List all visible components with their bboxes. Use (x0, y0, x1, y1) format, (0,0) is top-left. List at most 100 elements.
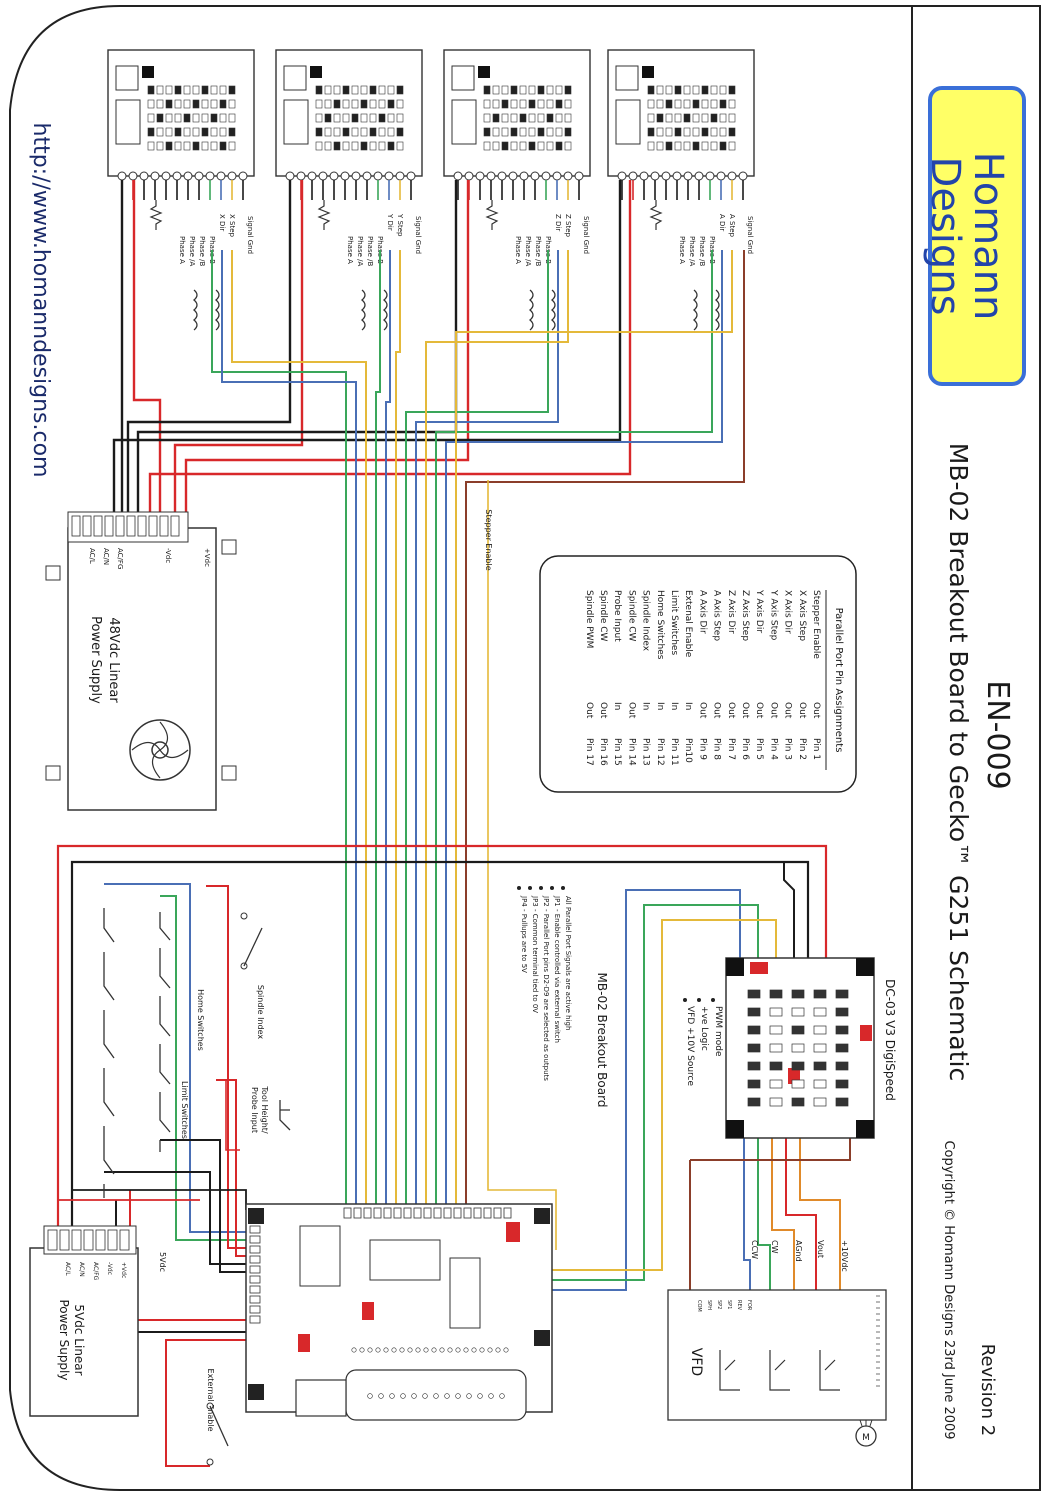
driver-component (351, 113, 359, 123)
driver-component (647, 85, 655, 95)
driver-component (492, 99, 500, 109)
pin-row-function: Limit Switches (669, 590, 679, 655)
driver-component (564, 141, 572, 151)
pin-row-function: Spindle Index (641, 590, 651, 652)
mb02-top-terminal (413, 1207, 422, 1219)
wire-signal (435, 250, 713, 1210)
mb02-note-bullet (561, 886, 565, 890)
driver-component (728, 85, 736, 95)
wire-signal (385, 250, 391, 1210)
wire-5v-black (70, 860, 810, 1240)
mb02-top-terminal (473, 1207, 482, 1219)
pin-row-function: X Axis Step (797, 590, 807, 641)
mb02-pin (439, 1347, 445, 1353)
mb02-note-bullet (528, 886, 532, 890)
driver-terminal (172, 171, 182, 181)
driver-component (674, 127, 682, 137)
driver-component (210, 127, 218, 137)
pin-row-pin: Pin 6 (740, 738, 750, 760)
driver-component (165, 113, 173, 123)
website-url: http://www.homanndesigns.com (28, 123, 53, 478)
mb02-db25-pin (477, 1393, 483, 1399)
driver-component (387, 127, 395, 137)
driver-component (483, 85, 491, 95)
driver-terminal (296, 171, 306, 181)
wire-power-red-1 (132, 180, 162, 520)
driver-component (519, 141, 527, 151)
psu5-terminal-label: -Vdc (106, 1262, 113, 1275)
driver-chip-icon (478, 66, 490, 78)
driver-component (647, 113, 655, 123)
dc03-component (769, 1061, 783, 1071)
wire-signal (425, 250, 569, 1210)
wiring-harness (56, 180, 851, 1467)
driver-terminal (329, 171, 339, 181)
driver-component (674, 113, 682, 123)
mb02-note: JP2 - Parallel Port pins D2-D9 are selec… (542, 895, 550, 1081)
driver-component (537, 85, 545, 95)
driver-component (210, 99, 218, 109)
driver-component (656, 85, 664, 95)
dc03-corner-4 (856, 1120, 874, 1138)
driver-component (692, 113, 700, 123)
dc03-component (835, 1097, 849, 1107)
driver-component (219, 85, 227, 95)
logo-box (928, 86, 1026, 386)
mb02-pin (399, 1347, 405, 1353)
driver-label-phase-na: Phase /A (356, 236, 364, 266)
pin-row-function: Stepper Enable (811, 590, 821, 659)
driver-component (201, 99, 209, 109)
driver-component (537, 141, 545, 151)
driver-heatsink-tab (615, 65, 639, 91)
wire-limit-green (160, 895, 246, 1241)
pin-row-pin: Pin 2 (797, 738, 807, 760)
driver-terminal (150, 171, 160, 181)
psu48-mount-4 (221, 765, 237, 781)
pin-row-direction: Out (584, 702, 594, 719)
pin-row-direction: Out (811, 702, 821, 719)
dc03-component (747, 1025, 761, 1035)
pin-table-box (539, 555, 857, 793)
driver-component (528, 127, 536, 137)
driver-component (656, 113, 664, 123)
mb02-top-terminal (463, 1207, 472, 1219)
pin-row-direction: Out (768, 702, 778, 719)
wire-signal (415, 250, 559, 1210)
pin-row-pin: Pin 9 (697, 738, 707, 760)
driver-component (192, 85, 200, 95)
mb02-note: All Parallel Port Signals are active hig… (564, 896, 572, 1030)
dc03-component (791, 989, 805, 999)
mb02-left-terminal (249, 1255, 261, 1264)
driver-component (228, 99, 236, 109)
dc03-component (747, 1097, 761, 1107)
wire-signal (375, 250, 381, 1210)
driver-component (210, 85, 218, 95)
mb02-pin (471, 1347, 477, 1353)
driver-terminal (205, 171, 215, 181)
pin-row-direction: Out (697, 702, 707, 719)
driver-component (501, 113, 509, 123)
driver-component (537, 113, 545, 123)
driver-terminal (683, 171, 693, 181)
mb02-ic (449, 1257, 481, 1329)
dc03-component (835, 989, 849, 999)
psu5-terminal (83, 1229, 94, 1251)
pin-row-pin: Pin 8 (712, 738, 722, 760)
mb02-notes: All Parallel Port Signals are active hig… (517, 886, 572, 1081)
driver-component (165, 85, 173, 95)
driver-component (342, 99, 350, 109)
driver-component (156, 141, 164, 151)
mb02-pin (503, 1347, 509, 1353)
driver-component (501, 141, 509, 151)
driver-component (483, 127, 491, 137)
dc03-component (747, 1043, 761, 1053)
mb02-title: MB-02 Breakout Board (595, 973, 609, 1108)
pin-row-function: A Axis Dir (697, 590, 707, 634)
driver-component (369, 141, 377, 151)
